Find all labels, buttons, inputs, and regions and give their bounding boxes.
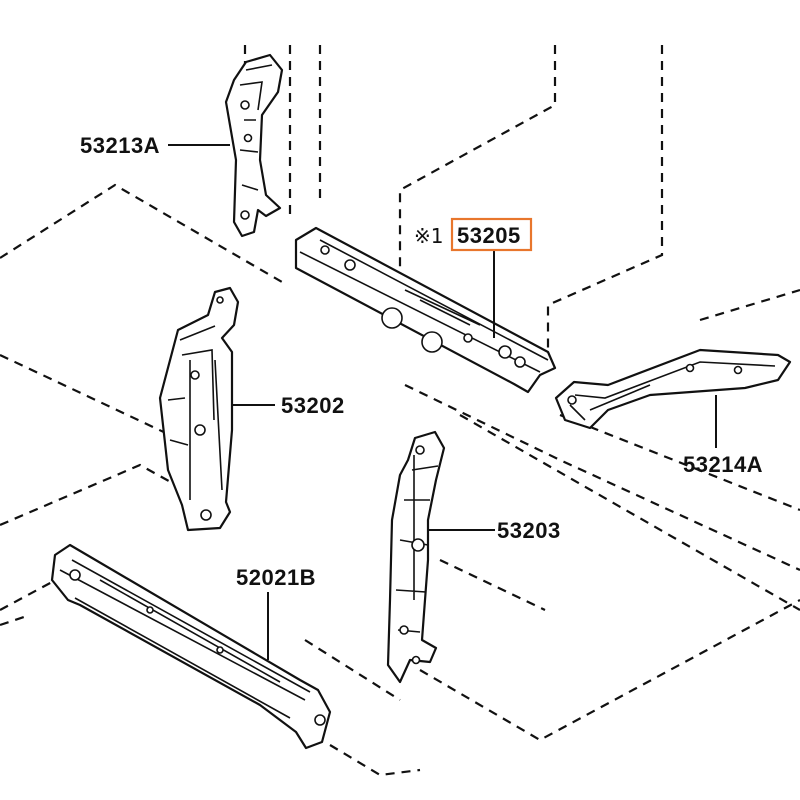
label-53214A[interactable]: 53214A (683, 452, 763, 477)
part-53202-drawing[interactable] (158, 286, 240, 532)
dashed-reference-lines (0, 45, 800, 777)
label-52021B[interactable]: 52021B (236, 565, 316, 590)
label-53213A[interactable]: 53213A (80, 133, 160, 158)
part-52021B-drawing[interactable] (50, 543, 332, 750)
part-53213A-drawing[interactable] (224, 53, 284, 238)
part-53203-drawing[interactable] (386, 430, 446, 684)
note-mark-53205: ※1 (414, 224, 443, 248)
highlight-box-53205 (450, 217, 533, 252)
label-53205[interactable]: 53205 (457, 223, 521, 248)
leader-lines (168, 144, 717, 660)
label-53203[interactable]: 53203 (497, 518, 561, 543)
label-53202[interactable]: 53202 (281, 393, 345, 418)
part-53205-drawing[interactable] (294, 226, 557, 394)
part-53214A-drawing[interactable] (554, 348, 792, 430)
